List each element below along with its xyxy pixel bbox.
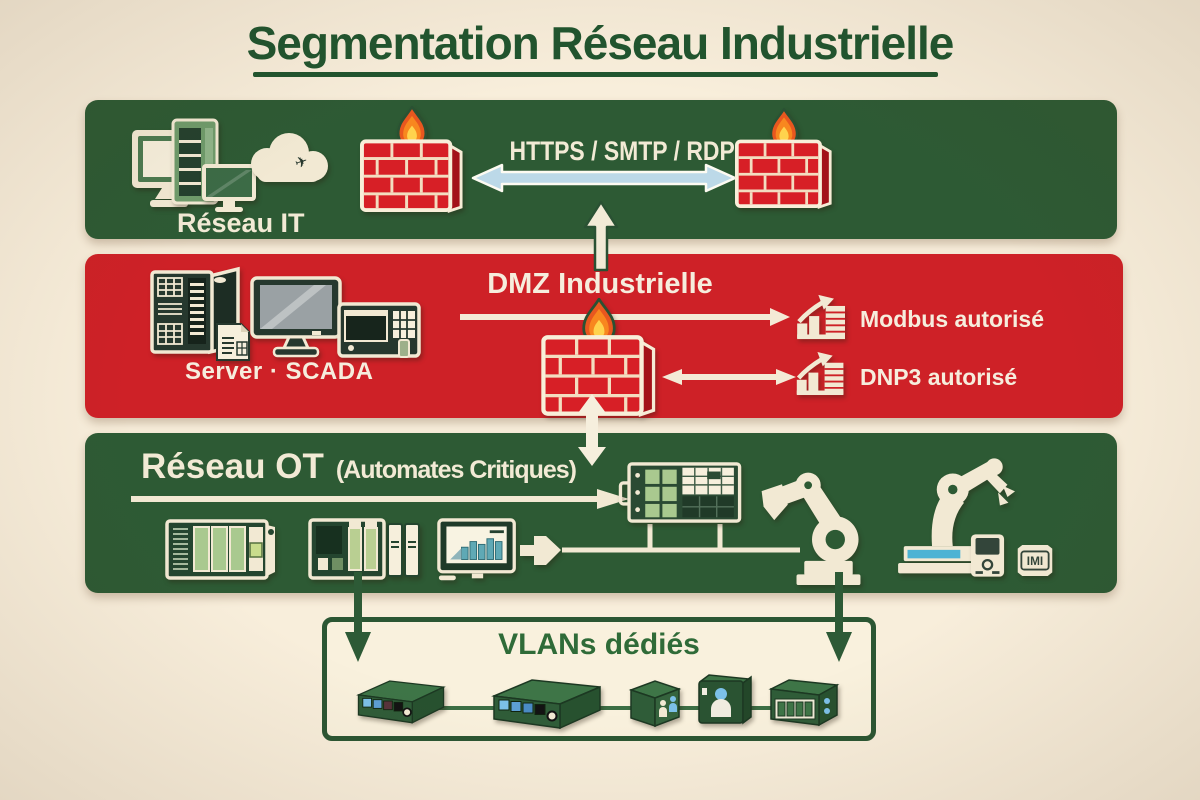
cloud-icon: ✈ xyxy=(237,130,337,190)
plc-rack-icon xyxy=(308,514,421,582)
firewall-icon xyxy=(735,105,833,213)
io-module-icon: IMI xyxy=(1015,543,1055,578)
plc-connector-lines xyxy=(562,524,800,553)
title-underline xyxy=(253,72,938,77)
monitor-icon xyxy=(201,163,257,213)
user-box-icon xyxy=(695,670,755,728)
dmz-band: Server · SCADA DMZ Industrielle Modbus a… xyxy=(85,254,1123,418)
robot-arm-icon xyxy=(755,462,870,587)
document-icon xyxy=(213,320,253,364)
bidirectional-arrow xyxy=(471,163,737,193)
it-network-label: Réseau IT xyxy=(177,208,305,238)
firewall-icon xyxy=(360,104,464,216)
imi-label: IMI xyxy=(1027,554,1043,568)
ot-to-vlan-arrow xyxy=(826,572,852,662)
page-title: Segmentation Réseau Industrielle xyxy=(246,17,955,69)
flow-arrow xyxy=(520,536,561,565)
chart-up-icon xyxy=(795,351,847,396)
hmi-monitor-icon xyxy=(437,517,518,585)
scada-monitor-icon xyxy=(250,276,342,358)
ot-network-band: Réseau OT (Automates Critiques) xyxy=(85,433,1117,593)
dmz-to-ot-arrow xyxy=(578,394,606,466)
firewall-to-dnp3-arrow xyxy=(662,369,796,385)
handheld-terminal-icon xyxy=(970,533,1005,578)
modbus-rule-label: Modbus autorisé xyxy=(860,306,1045,332)
dnp3-rule-label: DNP3 autorisé xyxy=(860,364,1018,390)
ot-to-vlan-arrow xyxy=(345,572,371,662)
port-switch-icon xyxy=(767,675,841,727)
it-network-band: ✈ Réseau IT HTTPS / SMTP / RDP xyxy=(85,100,1117,239)
dmz-to-it-arrow xyxy=(583,200,619,272)
allowed-protocols-label: HTTPS / SMTP / RDP xyxy=(509,136,735,166)
vlan-box: VLANs dédiés xyxy=(322,617,876,741)
chart-up-icon xyxy=(795,294,849,340)
ot-network-sublabel: (Automates Critiques) xyxy=(335,456,577,484)
dmz-to-modbus-arrow xyxy=(460,308,790,326)
control-console-icon xyxy=(337,302,423,362)
ot-flow-arrow xyxy=(131,489,629,509)
server-scada-label: Server · SCADA xyxy=(185,358,374,385)
plc-rack-icon xyxy=(165,517,279,582)
user-cube-icon xyxy=(625,678,683,728)
network-switch-icon xyxy=(355,672,447,730)
dmz-title: DMZ Industrielle xyxy=(487,268,713,300)
plc-module-icon xyxy=(618,462,743,523)
vlan-title: VLANs dédiés xyxy=(498,628,700,661)
network-switch-icon xyxy=(489,674,605,732)
ot-network-label: Réseau OT xyxy=(141,447,324,486)
